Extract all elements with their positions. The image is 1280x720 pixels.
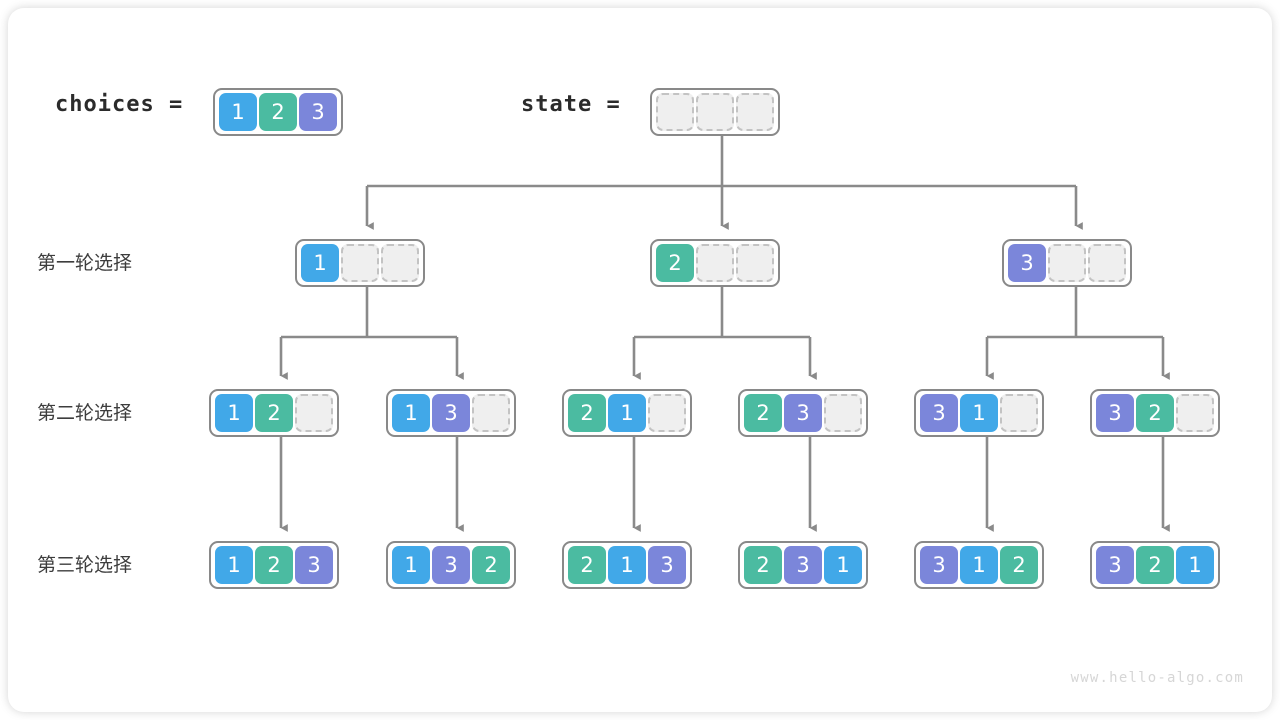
r2n6-cell-1: 2 bbox=[1136, 394, 1174, 432]
state-array bbox=[650, 88, 780, 136]
r2n5-cell-1: 1 bbox=[960, 394, 998, 432]
r3n3-cell-1: 1 bbox=[608, 546, 646, 584]
r3n1-cell-0: 1 bbox=[215, 546, 253, 584]
state-cell-2 bbox=[736, 93, 774, 131]
r2n2-cell-1: 3 bbox=[432, 394, 470, 432]
r1n1-cell-0: 1 bbox=[301, 244, 339, 282]
state-cell-1 bbox=[696, 93, 734, 131]
r3n1-cell-2: 3 bbox=[295, 546, 333, 584]
row-label-round-2: 第二轮选择 bbox=[37, 402, 133, 424]
r1n2-cell-0: 2 bbox=[656, 244, 694, 282]
r2n2-cell-2 bbox=[472, 394, 510, 432]
r2n4-cell-0: 2 bbox=[744, 394, 782, 432]
r3n6-cell-1: 2 bbox=[1136, 546, 1174, 584]
choices-cell-1: 2 bbox=[259, 93, 297, 131]
state-node-r1-3: 3 bbox=[1002, 239, 1132, 287]
r3n2-cell-0: 1 bbox=[392, 546, 430, 584]
state-node-r1-1: 1 bbox=[295, 239, 425, 287]
choices-cell-2: 3 bbox=[299, 93, 337, 131]
r1n1-cell-1 bbox=[341, 244, 379, 282]
r3n4-cell-0: 2 bbox=[744, 546, 782, 584]
r3n1-cell-1: 2 bbox=[255, 546, 293, 584]
r2n1-cell-0: 1 bbox=[215, 394, 253, 432]
r2n5-cell-2 bbox=[1000, 394, 1038, 432]
state-cell-0 bbox=[656, 93, 694, 131]
choices-cell-0: 1 bbox=[219, 93, 257, 131]
r1n3-cell-0: 3 bbox=[1008, 244, 1046, 282]
r2n4-cell-1: 3 bbox=[784, 394, 822, 432]
r3n2-cell-1: 3 bbox=[432, 546, 470, 584]
choices-label: choices = bbox=[55, 92, 184, 117]
r3n4-cell-1: 3 bbox=[784, 546, 822, 584]
r3n6-cell-0: 3 bbox=[1096, 546, 1134, 584]
r2n1-cell-2 bbox=[295, 394, 333, 432]
r3n2-cell-2: 2 bbox=[472, 546, 510, 584]
r3n3-cell-0: 2 bbox=[568, 546, 606, 584]
r1n2-cell-2 bbox=[736, 244, 774, 282]
r1n2-cell-1 bbox=[696, 244, 734, 282]
r2n6-cell-0: 3 bbox=[1096, 394, 1134, 432]
r2n3-cell-2 bbox=[648, 394, 686, 432]
row-label-round-1: 第一轮选择 bbox=[37, 252, 133, 274]
r2n4-cell-2 bbox=[824, 394, 862, 432]
r2n3-cell-1: 1 bbox=[608, 394, 646, 432]
r2n5-cell-0: 3 bbox=[920, 394, 958, 432]
r2n6-cell-2 bbox=[1176, 394, 1214, 432]
r3n5-cell-1: 1 bbox=[960, 546, 998, 584]
state-node-r1-2: 2 bbox=[650, 239, 780, 287]
r2n1-cell-1: 2 bbox=[255, 394, 293, 432]
row-label-round-3: 第三轮选择 bbox=[37, 554, 133, 576]
r3n5-cell-2: 2 bbox=[1000, 546, 1038, 584]
watermark: www.hello-algo.com bbox=[1070, 670, 1244, 686]
r3n3-cell-2: 3 bbox=[648, 546, 686, 584]
r2n2-cell-0: 1 bbox=[392, 394, 430, 432]
r3n6-cell-2: 1 bbox=[1176, 546, 1214, 584]
r1n3-cell-2 bbox=[1088, 244, 1126, 282]
r3n4-cell-2: 1 bbox=[824, 546, 862, 584]
r2n3-cell-0: 2 bbox=[568, 394, 606, 432]
r1n1-cell-2 bbox=[381, 244, 419, 282]
r1n3-cell-1 bbox=[1048, 244, 1086, 282]
state-label: state = bbox=[521, 92, 621, 117]
r3n5-cell-0: 3 bbox=[920, 546, 958, 584]
